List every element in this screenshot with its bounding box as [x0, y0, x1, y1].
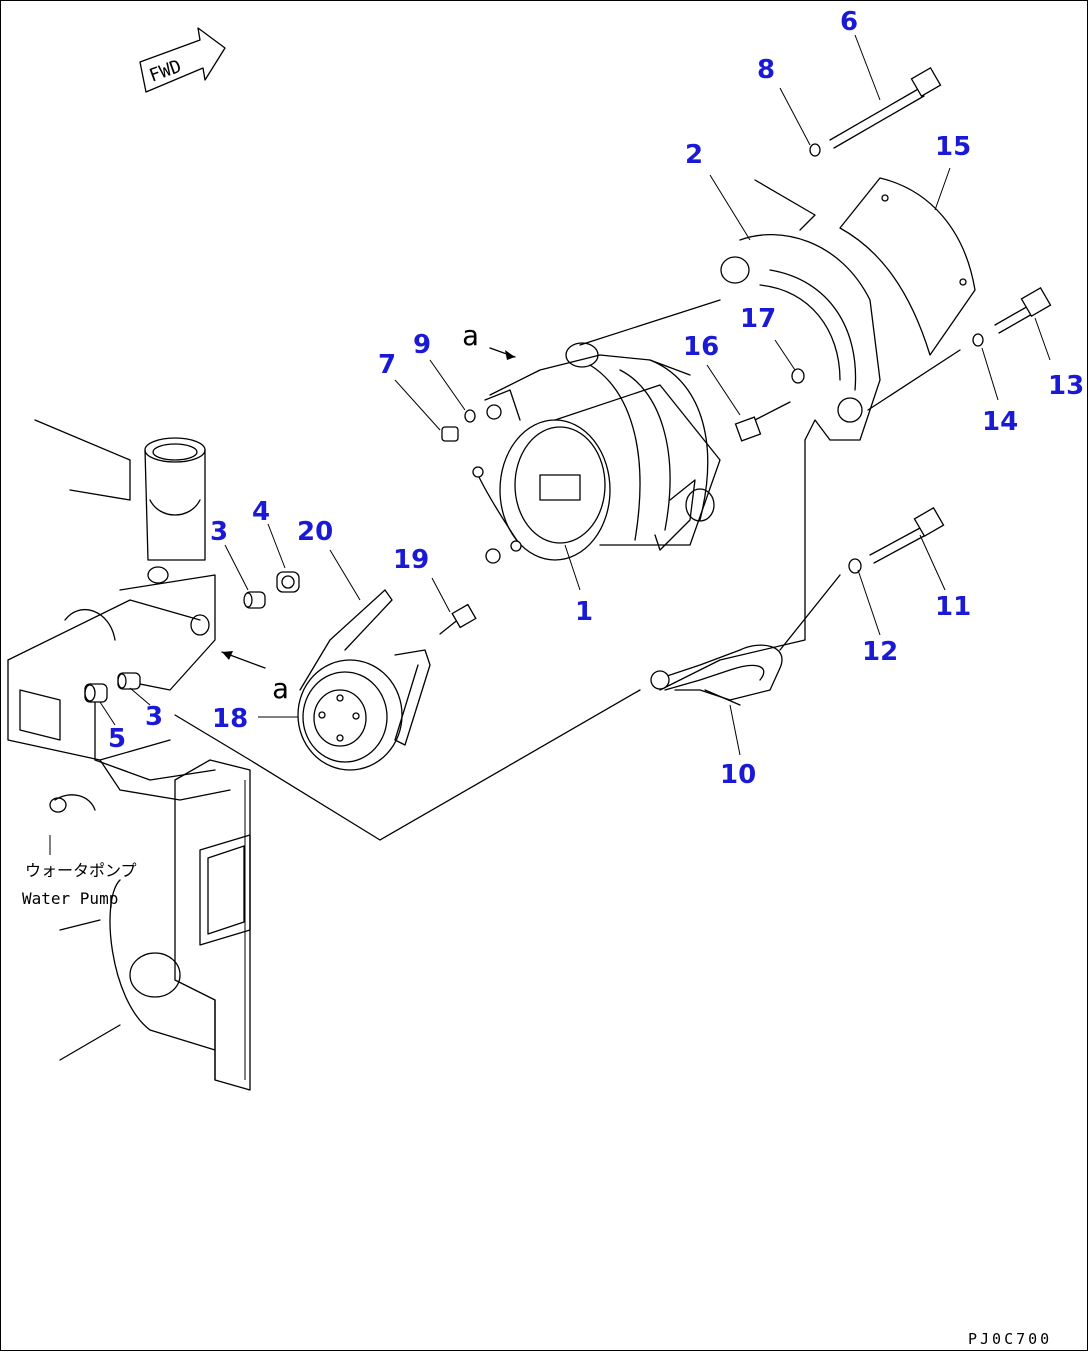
- callout-5[interactable]: 5: [108, 724, 126, 754]
- callout-20[interactable]: 20: [297, 517, 333, 547]
- bolt-19: [439, 603, 477, 635]
- callout-11[interactable]: 11: [935, 592, 971, 622]
- callout-1[interactable]: 1: [575, 597, 593, 627]
- engine-block-drawing: [7, 419, 641, 1091]
- bolt-13-washer-14: [972, 286, 1052, 347]
- callout-9[interactable]: 9: [413, 330, 431, 360]
- fwd-label: FWD: [147, 56, 185, 87]
- callout-19[interactable]: 19: [393, 545, 429, 575]
- callout-18[interactable]: 18: [212, 704, 248, 734]
- bolt-6-washer-8: [809, 66, 942, 157]
- water-pump-label-jp: ウォータポンプ: [25, 861, 137, 880]
- bolt-16-washer-17: [734, 368, 805, 442]
- drawing-code: PJ0C700: [968, 1330, 1052, 1348]
- callout-16[interactable]: 16: [683, 332, 719, 362]
- callout-7[interactable]: 7: [378, 350, 396, 380]
- callout-8[interactable]: 8: [757, 55, 775, 85]
- bracket-2-drawing: [579, 179, 881, 691]
- callout-10[interactable]: 10: [720, 760, 756, 790]
- callout-2[interactable]: 2: [685, 140, 703, 170]
- callout-3-upper[interactable]: 3: [210, 517, 228, 547]
- leader-lines: [99, 34, 1051, 756]
- water-pump-label-en: Water Pump: [22, 889, 118, 908]
- callout-3-lower[interactable]: 3: [145, 702, 163, 732]
- forward-arrow-icon: FWD: [139, 27, 226, 93]
- callout-6[interactable]: 6: [840, 7, 858, 37]
- nut-washer-7-9: [441, 409, 476, 442]
- callout-17[interactable]: 17: [740, 304, 776, 334]
- callout-15[interactable]: 15: [935, 132, 971, 162]
- ref-a-left: a: [272, 672, 289, 705]
- adjust-bracket-10-drawing: [650, 506, 945, 706]
- spacer-parts: [84, 571, 300, 703]
- cover-15-drawing: [839, 177, 976, 411]
- callout-13[interactable]: 13: [1048, 371, 1084, 401]
- ref-a-top: a: [462, 319, 479, 352]
- callout-14[interactable]: 14: [982, 407, 1018, 437]
- pulley-belt-drawing: [297, 589, 431, 771]
- callout-12[interactable]: 12: [862, 637, 898, 667]
- alternator-drawing: [472, 342, 721, 564]
- callout-4[interactable]: 4: [252, 497, 270, 527]
